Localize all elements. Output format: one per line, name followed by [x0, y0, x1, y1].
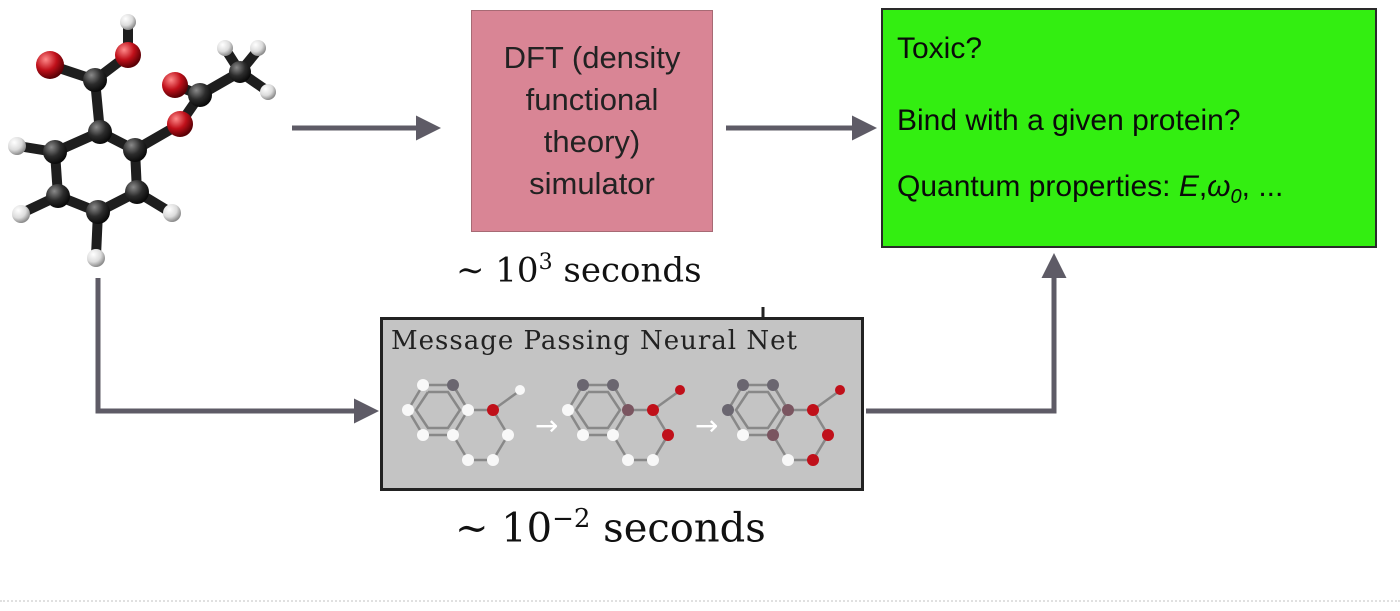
quantum-properties-text: Quantum properties:	[897, 170, 1179, 203]
mpnn-time-exponent: −2	[552, 504, 591, 534]
protein-binding-question: Bind with a given protein?	[897, 104, 1241, 137]
bottom-divider	[0, 600, 1400, 602]
arrow-mpnn-to-results	[866, 253, 1067, 414]
flow-arrows	[95, 115, 1067, 424]
mpnn-time-prefix: ∼ 10	[455, 505, 553, 552]
mpnn-box: Message Passing Neural Net →	[380, 317, 864, 491]
svg-text:→: →	[695, 409, 718, 442]
mpnn-time-label: ∼ 10−2 seconds	[455, 504, 766, 551]
dft-simulator-box: DFT (density functional theory) simulato…	[471, 10, 713, 232]
dft-time-prefix: ∼ 10	[456, 250, 539, 291]
arrow-molecule-to-mpnn	[95, 278, 379, 424]
energy-symbol: E	[1178, 170, 1199, 203]
result-properties-box: Toxic? Bind with a given protein? Quantu…	[881, 8, 1377, 248]
quantum-properties-label: Quantum properties: E,ω0, ...	[897, 170, 1283, 209]
omega-symbol: ω	[1207, 170, 1231, 203]
quantum-properties-ellipsis: , ...	[1241, 170, 1284, 203]
dft-time-label: ∼ 103 seconds	[456, 250, 702, 290]
message-passing-graph-icon: → →	[402, 379, 845, 466]
dft-time-exponent: 3	[538, 250, 553, 275]
mpnn-time-suffix: seconds	[590, 505, 766, 552]
omega-subscript: 0	[1230, 186, 1242, 208]
svg-text:→: →	[535, 409, 558, 442]
mpnn-title: Message Passing Neural Net	[391, 326, 798, 356]
dft-time-suffix: seconds	[552, 250, 702, 291]
toxic-question: Toxic?	[897, 32, 983, 65]
dft-simulator-label: DFT (density functional theory) simulato…	[503, 40, 681, 201]
aspirin-molecule-icon	[8, 14, 276, 267]
symbol-separator: ,	[1198, 170, 1208, 203]
